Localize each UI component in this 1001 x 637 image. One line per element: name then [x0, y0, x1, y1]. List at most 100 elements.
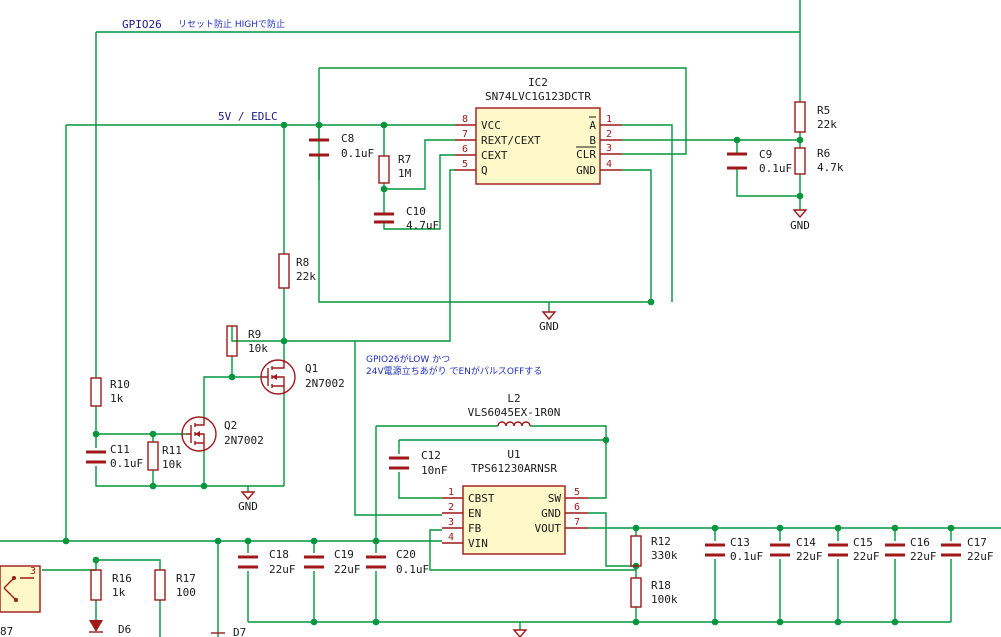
u1-ref: U1	[507, 448, 520, 461]
u1-pin-name: SW	[548, 492, 562, 505]
u1-pin-num: 6	[574, 502, 580, 513]
resistors-r17-ref-label: R17	[176, 572, 196, 585]
capacitors-c14-ref-label: C14	[796, 536, 816, 549]
l2-inductor: L2 VLS6045EX-1R0N	[468, 392, 561, 427]
capacitors-c20-value-label: 0.1uF	[396, 563, 429, 576]
gnd-symbol-q2: GND	[238, 491, 258, 513]
resistors-r7-ref-label: R7	[398, 153, 411, 166]
junctions	[62, 121, 955, 626]
u1-symbol: U1 TPS61230ARNSR 1 2 3 4 CBST EN FB VIN …	[442, 448, 588, 555]
gnd-symbol-r6: GND	[790, 209, 810, 232]
capacitors-c15-value-label: 22uF	[853, 550, 880, 563]
ic2-symbol: IC2 SN74LVC1G123DCTR 8 7 6 5 VCC REXT/CE…	[455, 76, 622, 185]
gnd-symbol-bottom	[512, 629, 528, 637]
u1-pin-name: VOUT	[535, 522, 562, 535]
l2-value: VLS6045EX-1R0N	[468, 406, 561, 419]
transistor-q2: Q2 2N7002	[181, 416, 264, 452]
capacitors-c13-value-label: 0.1uF	[730, 550, 763, 563]
diodes-d6-ref-label: D6	[118, 623, 131, 636]
diode-d6: D6	[89, 620, 131, 636]
resistors-r16-ref-label: R16	[112, 572, 132, 585]
transistors-q1-value-label: 2N7002	[305, 377, 345, 390]
capacitor-c20: C20 0.1uF	[366, 548, 429, 576]
resistors-r9-value-label: 10k	[248, 342, 268, 355]
gpio26-note: リセット防止 HIGHで防止	[178, 18, 285, 30]
capacitors-c17-value-label: 22uF	[967, 550, 994, 563]
transistors-q2-value-label: 2N7002	[224, 434, 264, 447]
resistors-r18-value-label: 100k	[651, 593, 678, 606]
u1-value: TPS61230ARNSR	[471, 462, 557, 475]
partial-component-left: 3 87	[0, 565, 41, 637]
ic2-pin-num: 7	[462, 129, 468, 140]
capacitors-c10-value-label: 4.7uF	[406, 219, 439, 232]
capacitors-c17-ref-label: C17	[967, 536, 987, 549]
gnd-symbols: GND GND GND	[238, 209, 810, 637]
resistors-r11-value-label: 10k	[162, 458, 182, 471]
capacitor-c9: C90.1uF	[727, 148, 792, 175]
capacitors-c12-ref-label: C12	[421, 449, 441, 462]
l2-ref: L2	[507, 392, 520, 405]
resistors-r12-ref-label: R12	[651, 535, 671, 548]
capacitors-c8-value-label: 0.1uF	[341, 147, 374, 160]
ic2-pin-num: 5	[462, 159, 468, 170]
ic2-pin-name: A	[589, 119, 596, 132]
note-line-1: GPIO26がLOW かつ	[366, 353, 450, 365]
resistors-r8-ref-label: R8	[296, 256, 309, 269]
ic2-pin-num: 4	[606, 159, 612, 170]
capacitors-c10-ref-label: C10	[406, 205, 426, 218]
u1-pin-name: EN	[468, 507, 481, 520]
transistors-q2-ref-label: Q2	[224, 419, 237, 432]
partial-pin3-label: 3	[30, 566, 36, 577]
ic2-pin-name: CEXT	[481, 149, 508, 162]
u1-pin-name: FB	[468, 522, 482, 535]
resistors-r7-value-label: 1M	[398, 167, 412, 180]
resistors-r6-value-label: 4.7k	[817, 161, 844, 174]
diodes-d7-ref-label: D7	[233, 626, 246, 637]
capacitors-c20-ref-label: C20	[396, 548, 416, 561]
capacitors-c19-ref-label: C19	[334, 548, 354, 561]
nets-gnd-label: GND	[539, 320, 559, 333]
u1-pin-num: 4	[448, 532, 454, 543]
capacitors-c13-ref-label: C13	[730, 536, 750, 549]
u1-pin-num: 7	[574, 517, 580, 528]
u1-pin-num: 5	[574, 487, 580, 498]
nets-gnd-label: GND	[238, 500, 258, 513]
u1-pin-num: 2	[448, 502, 454, 513]
diode-d7: D7	[211, 626, 246, 637]
partial-left_ref-label: 87	[0, 625, 13, 637]
nets-gnd-label: GND	[790, 219, 810, 232]
resistor-r6: R64.7k	[794, 147, 844, 175]
u1-pin-name: CBST	[468, 492, 495, 505]
resistors-r11-ref-label: R11	[162, 444, 182, 457]
capacitors-c12-value-label: 10nF	[421, 464, 448, 477]
ic2-pin-name: GND	[576, 164, 596, 177]
resistors-r16-value-label: 1k	[112, 586, 126, 599]
gnd-symbol-ic2: GND	[539, 311, 559, 333]
capacitors-c9-value-label: 0.1uF	[759, 162, 792, 175]
ic2-ref: IC2	[528, 76, 548, 89]
note-line-2: 24V電源立ちあがり でENがパルスOFFする	[366, 365, 542, 377]
capacitors-c11-value-label: 0.1uF	[110, 457, 143, 470]
resistors-r10-ref-label: R10	[110, 378, 130, 391]
capacitors-c18-value-label: 22uF	[269, 563, 296, 576]
ic2-pin-name: B	[589, 134, 596, 147]
capacitor-c12: C12 10nF	[389, 449, 448, 477]
